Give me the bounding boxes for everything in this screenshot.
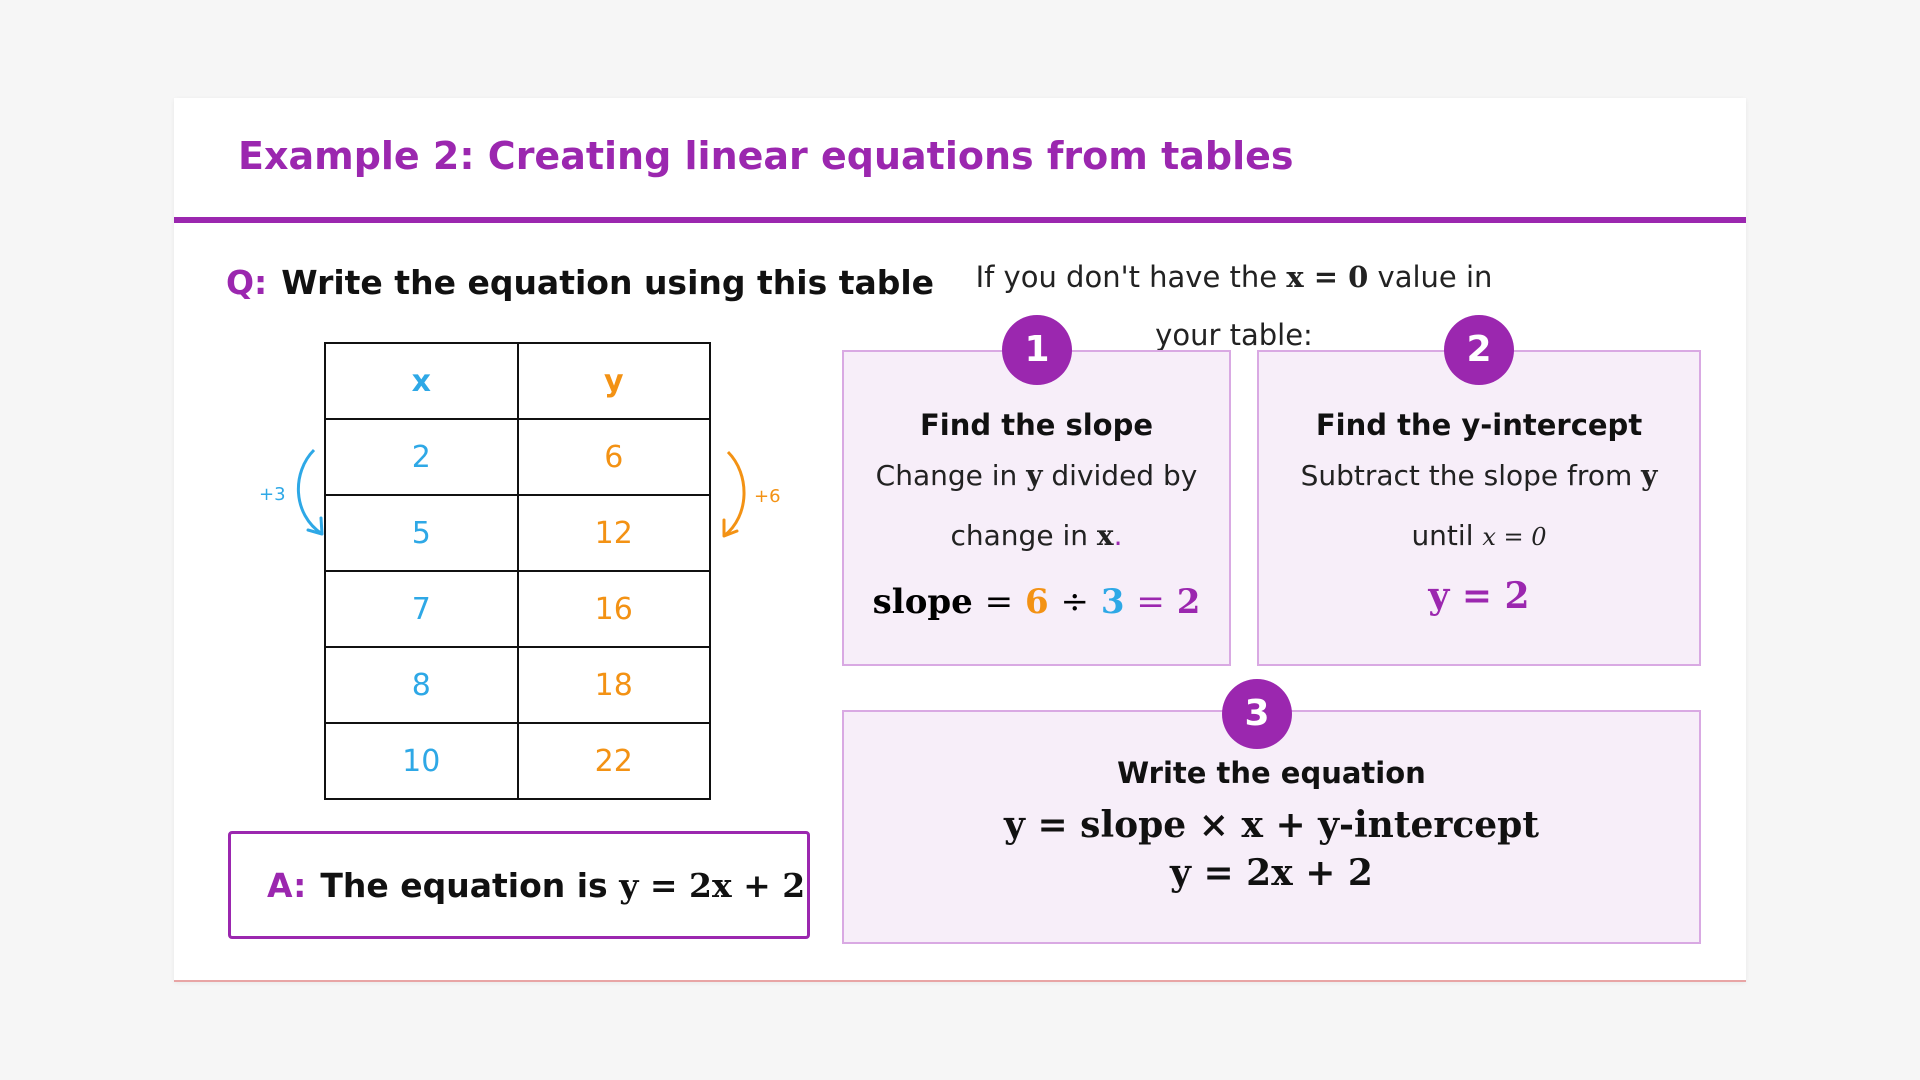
question-label: Q: [226,263,268,302]
step-1-line2-after: . [1113,519,1123,552]
answer-label: A: [267,866,307,905]
y-increment-label: +6 [754,486,781,507]
step-2-card: Find the y-intercept Subtract the slope … [1257,350,1701,666]
table-row: 5 12 [324,494,711,572]
answer-equation: y = 2x + 2 [619,866,806,905]
table-header-row: x y [324,342,711,420]
formula-dx: 3 [1100,582,1125,622]
step-3-card: Write the equation y = slope × x + y-int… [842,710,1701,944]
table-cell-y: 12 [516,494,711,572]
step-1-formula: slope = 6 ÷ 3 = 2 [844,582,1229,622]
table-header-y: y [516,342,711,420]
formula-result: 2 [1176,582,1201,622]
table-cell-x: 7 [324,570,519,648]
intro-after: value in your table: [1155,260,1493,352]
step-3-badge: 3 [1222,679,1292,749]
x-increment-arrow-icon [296,448,324,536]
step-1-title: Find the slope [919,408,1154,442]
table-row: 10 22 [324,722,711,800]
table-cell-y: 18 [516,646,711,724]
table-cell-x: 8 [324,646,519,724]
answer-text: The equation is [320,866,608,905]
table-row: 8 18 [324,646,711,724]
table-cell-y: 6 [516,418,711,496]
step-2-line2-math: x = 0 [1482,523,1547,551]
y-increment-arrow-icon [722,450,746,538]
table-row: 7 16 [324,570,711,648]
table-header-x: x [324,342,519,420]
step-1-line1-after: divided by [1051,459,1198,492]
table-row: 2 6 [324,418,711,496]
question: Q: Write the equation using this table [226,263,934,302]
step-1-line2: change in x. [844,506,1229,566]
lesson-slide: Example 2: Creating linear equations fro… [174,98,1746,982]
step-3-title: Write the equation [1117,756,1426,790]
step-2-line2-text: until [1411,519,1474,552]
formula-equals-2: = [1136,582,1165,622]
table-cell-x: 10 [324,722,519,800]
intro-before: If you don't have the [975,260,1278,294]
question-text: Write the equation using this table [281,263,935,302]
step-2-result: y = 2 [1428,575,1530,617]
step-2-line2: until x = 0 [1259,506,1699,567]
formula-divide: ÷ [1060,582,1089,622]
table-cell-y: 22 [516,722,711,800]
table-cell-x: 2 [324,418,519,496]
step-1-line2-var: x [1096,519,1114,552]
step-2-line1-text: Subtract the slope from [1300,459,1633,492]
x-increment-label: +3 [259,484,286,505]
intro-text: If you don't have the x = 0 value in you… [954,248,1514,364]
table-cell-x: 5 [324,494,519,572]
formula-equals: = [984,582,1014,622]
step-1-line1-var: y [1026,459,1043,492]
step-1-card: Find the slope Change in y divided by ch… [842,350,1231,666]
step-1-line1-text: Change in [875,459,1018,492]
page-title: Example 2: Creating linear equations fro… [238,134,1294,178]
answer: A: The equation is y = 2x + 2 [267,866,805,905]
xy-table: x y 2 6 5 12 7 16 8 18 10 22 [324,342,711,800]
step-1-line2-text: change in [950,519,1088,552]
step-1-line1: Change in y divided by [844,446,1229,506]
step-2-title: Find the y-intercept [1315,408,1643,442]
step-3-general-equation: y = slope × x + y-intercept [1004,804,1539,846]
table-cell-y: 16 [516,570,711,648]
formula-dy: 6 [1024,582,1049,622]
step-2-line1-var: y [1641,459,1658,492]
step-2-line1: Subtract the slope from y [1259,446,1699,506]
answer-box: A: The equation is y = 2x + 2 [228,831,810,939]
intro-math: x = 0 [1286,260,1369,294]
step-1-badge: 1 [1002,315,1072,385]
title-divider [174,217,1746,223]
step-3-specific-equation: y = 2x + 2 [1170,852,1373,894]
formula-label: slope [872,582,973,622]
step-2-badge: 2 [1444,315,1514,385]
